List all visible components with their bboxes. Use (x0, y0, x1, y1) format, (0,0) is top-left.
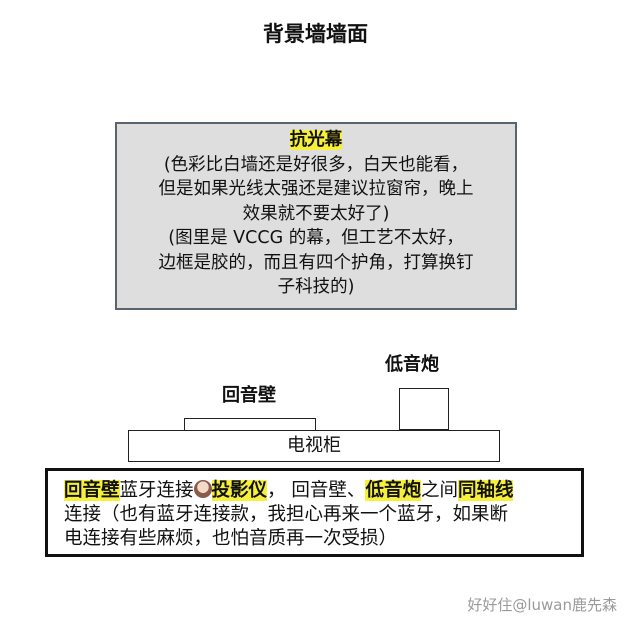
screen-line: 边框是胶的，而且有四个护角，打算换钉 (158, 252, 474, 273)
note-text: 之间 (420, 480, 458, 501)
note-soundbar: 回音壁 (64, 480, 120, 501)
note-text: ， 回音壁、 (267, 480, 366, 501)
connection-note: 回音壁蓝牙连接投影仪， 回音壁、低音炮之间同轴线 连接（也有蓝牙连接款，我担心再… (45, 468, 584, 557)
projection-screen-box: 抗光幕 (色彩比白墙还是好很多，白天也能看， 但是如果光线太强还是建议拉窗帘，晚… (115, 122, 517, 310)
diagram-title: 背景墙墙面 (263, 22, 368, 46)
note-line: 电连接有些麻烦，也怕音质再一次受损） (64, 528, 398, 549)
screen-line: (色彩比白墙还是好很多，白天也能看， (163, 154, 469, 175)
avatar-sticker-icon (193, 480, 212, 498)
screen-line: 效果就不要太好了) (242, 203, 390, 224)
note-text: 蓝牙连接 (119, 480, 194, 501)
screen-line: (图里是 VCCG 的幕，但工艺不太好， (168, 228, 464, 248)
note-projector: 投影仪 (211, 480, 268, 501)
screen-heading: 抗光幕 (289, 130, 343, 150)
subwoofer-shape (399, 388, 449, 430)
note-line: 连接（也有蓝牙连接款，我担心再来一个蓝牙，如果断 (64, 504, 509, 525)
screen-line: 但是如果光线太强还是建议拉窗帘，晚上 (158, 179, 474, 199)
screen-line: 子科技的) (277, 277, 355, 297)
note-coax: 同轴线 (457, 480, 514, 501)
watermark: 好好住@luwan鹿先森 (467, 596, 617, 614)
note-subwoofer: 低音炮 (365, 480, 421, 501)
soundbar-label: 回音壁 (222, 385, 276, 406)
tv-cabinet: 电视柜 (128, 430, 500, 462)
subwoofer-label: 低音炮 (385, 354, 439, 375)
